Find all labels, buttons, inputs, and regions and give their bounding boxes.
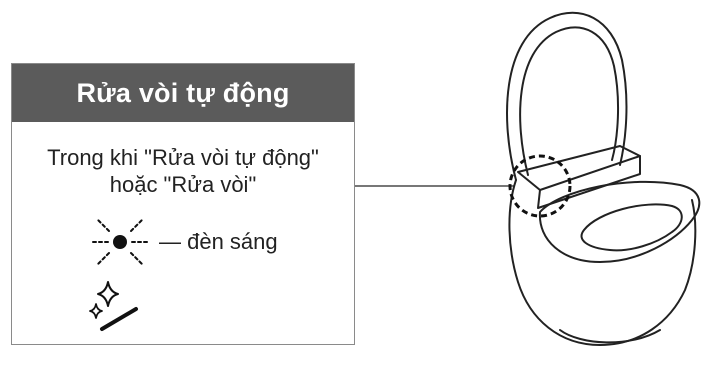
panel-title: Rửa vòi tự động — [12, 64, 354, 122]
lamp-status-label: — đèn sáng — [159, 229, 278, 254]
description-line-2: hoặc "Rửa vòi" — [109, 172, 257, 197]
highlight-circle — [508, 154, 572, 218]
info-panel: Rửa vòi tự động Trong khi "Rửa vòi tự độ… — [11, 63, 355, 345]
panel-description: Trong khi "Rửa vòi tự động" hoặc "Rửa vò… — [12, 144, 354, 198]
description-line-1: Trong khi "Rửa vòi tự động" — [47, 145, 319, 170]
toilet-illustration — [506, 11, 701, 346]
sparkle-clean-icon — [89, 281, 138, 331]
connector-line — [355, 185, 515, 187]
lamp-lit-icon — [91, 218, 149, 266]
